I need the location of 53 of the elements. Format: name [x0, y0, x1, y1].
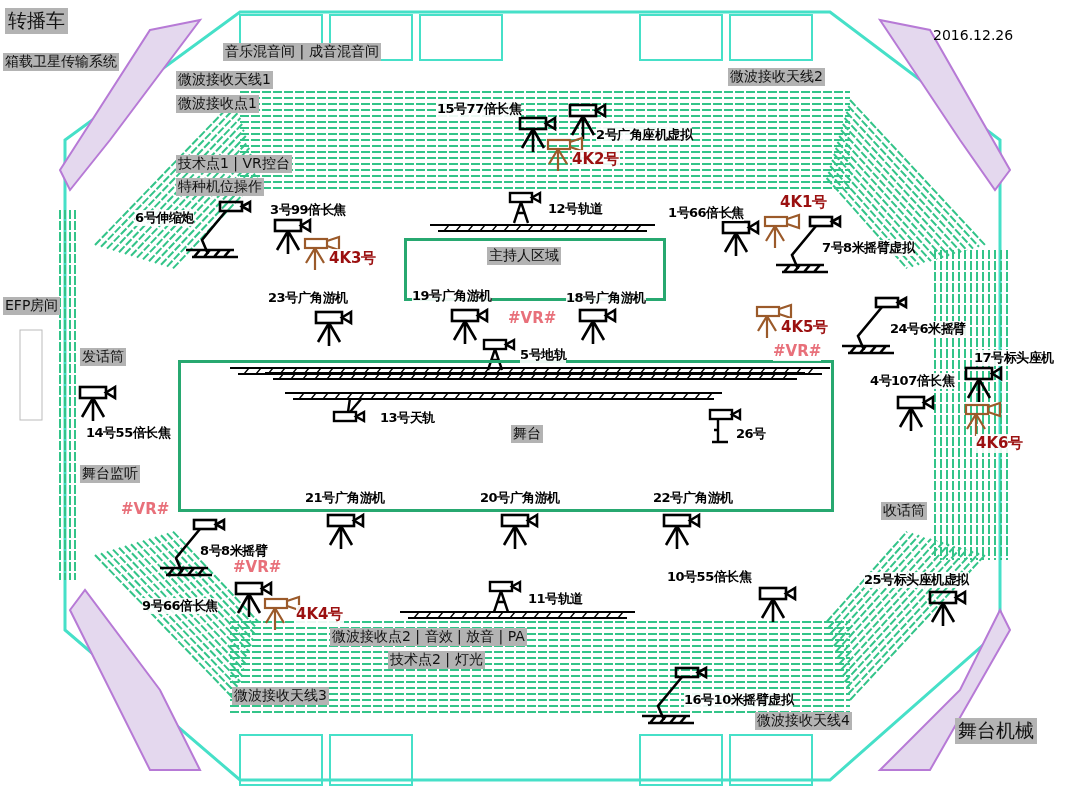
- camera-label: 24号6米摇臂: [890, 321, 966, 338]
- location-label: 微波接收点1: [176, 95, 259, 113]
- location-label: 技术点2 | 灯光: [388, 651, 485, 669]
- camera-label: 20号广角游机: [480, 490, 560, 507]
- location-label: 微波接收天线4: [755, 712, 852, 730]
- camera-label: 9号66倍长焦: [142, 598, 218, 615]
- camera-label: 15号77倍长焦: [437, 101, 522, 118]
- area-label: 舞台: [511, 425, 543, 443]
- camera-label: 19号广角游机: [412, 288, 492, 305]
- area-label: 主持人区域: [487, 247, 561, 265]
- location-label: 微波接收天线3: [232, 687, 329, 705]
- camera-label: 2号广角座机虚拟: [596, 127, 693, 144]
- camera-label: 12号轨道: [548, 201, 603, 218]
- camera-label: 13号天轨: [380, 410, 435, 427]
- location-label: 收话筒: [881, 502, 927, 520]
- location-label: 舞台机械: [955, 718, 1037, 744]
- location-label: 微波接收天线1: [176, 71, 273, 89]
- location-label: 音乐混音间 | 成音混音间: [223, 43, 381, 61]
- date-text: 2016.12.26: [933, 27, 1014, 45]
- camera-label: 4K6号: [976, 434, 1024, 453]
- camera-label: 17号标头座机: [974, 350, 1054, 367]
- camera-label: 16号10米摇臂虚拟: [684, 692, 794, 709]
- camera-label: 22号广角游机: [653, 490, 733, 507]
- camera-label: 18号广角游机: [566, 290, 646, 307]
- stage-area: [178, 360, 834, 512]
- camera-label: 6号伸缩炮: [135, 210, 194, 227]
- location-label: 箱载卫星传输系统: [3, 53, 119, 71]
- camera-label: 10号55倍长焦: [667, 569, 752, 586]
- camera-label: 4号107倍长焦: [870, 373, 955, 390]
- camera-label: 4K1号: [780, 193, 828, 212]
- location-label: 发话筒: [80, 348, 126, 366]
- camera-label: 4K2号: [572, 150, 620, 169]
- camera-label: 1号66倍长焦: [668, 205, 744, 222]
- location-label: 特种机位操作: [176, 178, 264, 196]
- location-label: 微波接收点2 | 音效 | 放音 | PA: [330, 628, 527, 646]
- camera-label: 25号标头座机虚拟: [864, 572, 969, 589]
- location-label: 舞台监听: [80, 465, 140, 483]
- camera-label: 11号轨道: [528, 591, 583, 608]
- camera-label: 4K3号: [329, 249, 377, 268]
- camera-label: 26号: [736, 426, 766, 443]
- camera-label: 3号99倍长焦: [270, 202, 346, 219]
- camera-label: 21号广角游机: [305, 490, 385, 507]
- camera-label: 4K5号: [781, 318, 829, 337]
- camera-label: 4K4号: [296, 605, 344, 624]
- location-label: 技术点1 | VR控台: [176, 155, 292, 173]
- camera-label: 8号8米摇臂: [200, 543, 268, 560]
- location-label: 微波接收天线2: [728, 68, 825, 86]
- vr-tag: #VR#: [773, 342, 822, 361]
- camera-label: 5号地轨: [520, 347, 567, 364]
- camera-label: 7号8米摇臂虚拟: [822, 240, 915, 257]
- location-label: EFP房间: [3, 297, 61, 315]
- camera-label: 23号广角游机: [268, 290, 348, 307]
- location-label: 转播车: [5, 8, 68, 34]
